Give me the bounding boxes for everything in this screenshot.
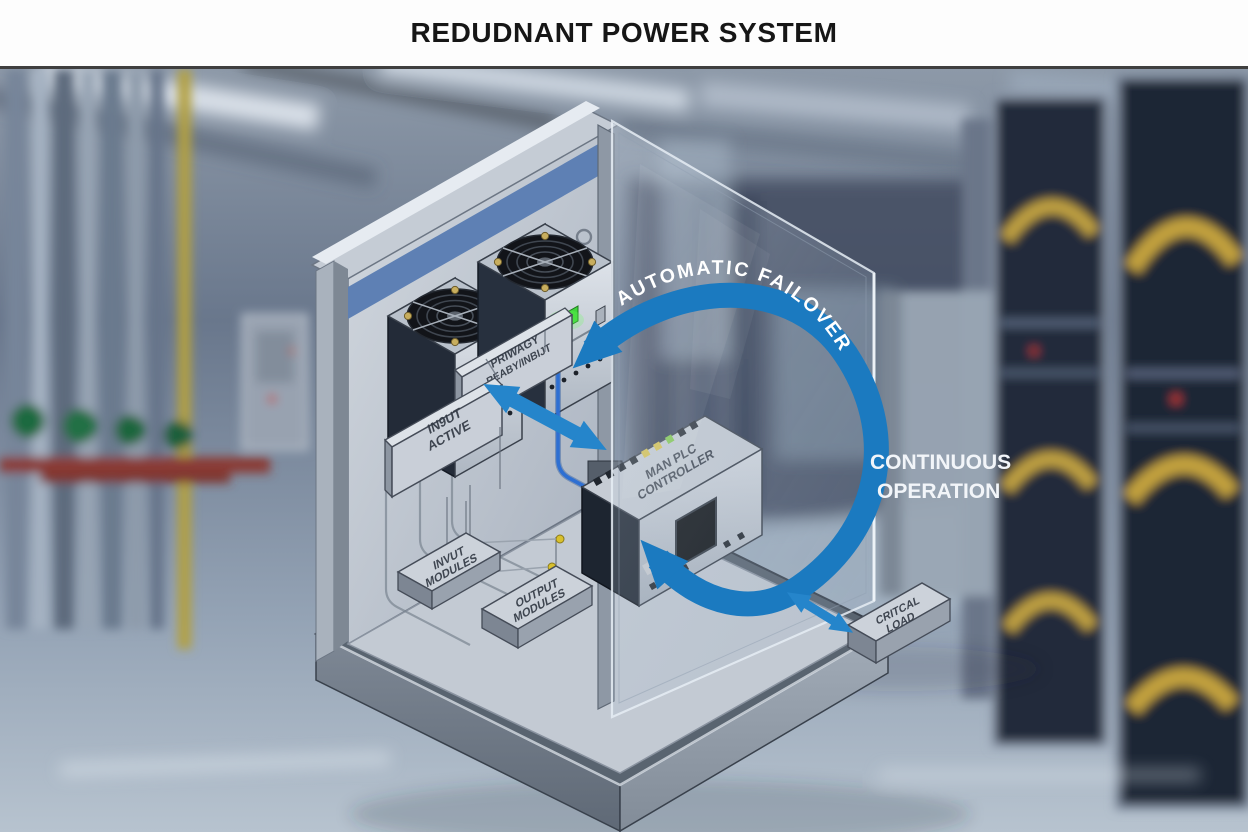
critical-load-double-arrow [786, 592, 854, 633]
failover-arc-arrow [572, 282, 889, 617]
screw-icon [493, 257, 503, 267]
yellow-pipe [178, 69, 191, 649]
screw-icon [587, 257, 597, 267]
blue-band [348, 143, 600, 319]
yellow-pin-icon [555, 534, 565, 544]
scene-illustration: PRIWAGY REABY/INBIJT IN9UT ACTIVE [0, 69, 1248, 832]
right-server-racks [880, 74, 1248, 810]
plaque-output-modules: OUTPUT MODULES [480, 565, 594, 650]
plaque-input-active: IN9UT ACTIVE [383, 377, 504, 499]
left-pipes [0, 69, 309, 649]
continuous-operation-label-line1: CONTINUOUS [870, 451, 1011, 474]
blue-wire [556, 367, 627, 511]
yellow-cables-2 [1122, 217, 1244, 715]
screw-icon [450, 285, 460, 295]
screw-hole-icon [575, 228, 593, 246]
left-frame-post [315, 260, 335, 662]
red-pipe [0, 457, 270, 473]
top-frame-highlight [312, 101, 600, 264]
title-banner: REDUDNANT POWER SYSTEM [0, 0, 1248, 69]
screw-icon [540, 283, 550, 293]
plaque-input-modules: INVUT MODULES [396, 532, 502, 611]
psu-plc-double-arrow [483, 384, 607, 450]
continuous-operation-label-line2: OPERATION [877, 480, 1000, 503]
screw-icon [403, 311, 413, 321]
screw-icon [540, 231, 550, 241]
page-title: REDUDNANT POWER SYSTEM [410, 17, 838, 48]
illustration-area: PRIWAGY REABY/INBIJT IN9UT ACTIVE [0, 69, 1248, 832]
left-frame-post-side [334, 261, 348, 651]
screw-icon [450, 337, 460, 347]
server-rack-1 [991, 94, 1109, 748]
valve-handle [11, 404, 45, 438]
yellow-cables-1 [999, 199, 1100, 634]
